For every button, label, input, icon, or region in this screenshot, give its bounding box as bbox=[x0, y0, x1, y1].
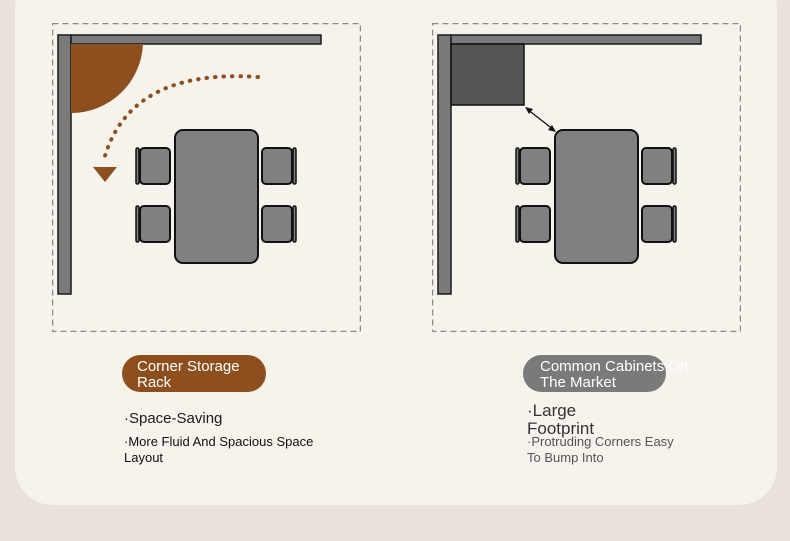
chair-right-bottom bbox=[261, 205, 297, 243]
cabinet-block bbox=[450, 43, 525, 106]
common-cabinets-label: Common Cabinets On The Market bbox=[523, 355, 689, 392]
label-line-2: Rack bbox=[137, 373, 172, 391]
dining-table bbox=[174, 129, 259, 264]
dining-table bbox=[554, 129, 639, 264]
top-wall bbox=[70, 34, 322, 45]
large-footprint-title: ·Large Footprint bbox=[527, 402, 617, 438]
label-line-2: The Market bbox=[540, 373, 616, 391]
chair-right-top bbox=[641, 147, 677, 185]
corner-storage-rack-label: Corner Storage Rack bbox=[122, 355, 266, 392]
large-footprint-description: ·Protruding Corners Easy To Bump Into bbox=[527, 434, 707, 466]
desc-line-1: ·More Fluid And Spacious Space bbox=[124, 434, 314, 449]
desc-line-1: ·Protruding Corners Easy bbox=[527, 434, 674, 449]
title-line-1: ·Large bbox=[527, 401, 577, 420]
desc-line-2: Layout bbox=[124, 450, 164, 465]
arrow-head-icon bbox=[525, 107, 533, 114]
chair-left-bottom bbox=[135, 205, 171, 243]
common-cabinet-floorplan bbox=[432, 23, 741, 332]
chair-right-bottom bbox=[641, 205, 677, 243]
label-line-1: Corner Storage bbox=[137, 357, 240, 375]
chair-right-top bbox=[261, 147, 297, 185]
arrow-head-icon bbox=[93, 167, 117, 182]
title-line-2: Footprint bbox=[527, 419, 595, 438]
room-outline bbox=[52, 23, 361, 332]
comparison-card bbox=[15, 0, 777, 505]
left-wall bbox=[437, 34, 452, 295]
desc-line-2: To Bump Into bbox=[527, 450, 604, 465]
left-wall bbox=[57, 34, 72, 295]
space-saving-description: ·More Fluid And Spacious Space Layout bbox=[124, 434, 364, 466]
chair-left-bottom bbox=[515, 205, 551, 243]
space-saving-title: ·Space-Saving bbox=[124, 410, 223, 427]
chair-left-top bbox=[515, 147, 551, 185]
top-wall bbox=[450, 34, 702, 45]
distance-arrow bbox=[526, 108, 555, 131]
corner-rack-shape bbox=[71, 44, 143, 114]
label-line-1: Common Cabinets On bbox=[540, 357, 689, 375]
chair-left-top bbox=[135, 147, 171, 185]
corner-rack-floorplan bbox=[52, 23, 361, 332]
room-outline bbox=[432, 23, 741, 332]
arrow-head-icon bbox=[548, 125, 556, 132]
movement-arrow-path bbox=[101, 74, 260, 165]
